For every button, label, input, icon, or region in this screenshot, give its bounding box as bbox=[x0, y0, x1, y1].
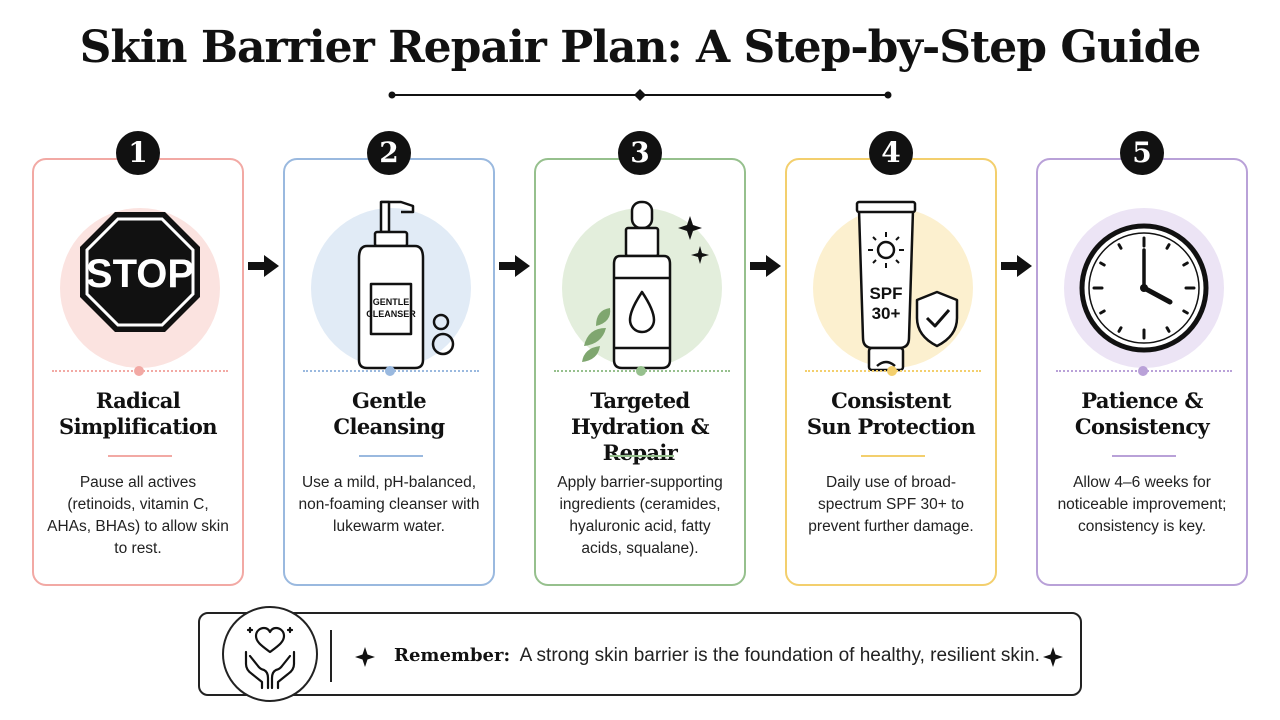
title-underline bbox=[359, 455, 423, 457]
step-description: Apply barrier-supporting ingredients (ce… bbox=[557, 474, 723, 557]
arrow-right-icon bbox=[248, 255, 279, 277]
serum-dropper-icon bbox=[582, 200, 709, 370]
step-number-badge: 4 bbox=[869, 131, 913, 175]
step-description: Daily use of broad-spectrum SPF 30+ to p… bbox=[808, 474, 974, 535]
cleanser-bottle-icon: GENTLE CLEANSER bbox=[357, 200, 455, 370]
title-divider bbox=[388, 89, 892, 101]
banner-message: Remember: A strong skin barrier is the f… bbox=[394, 645, 1040, 666]
step-description: Use a mild, pH-balanced, non-foaming cle… bbox=[298, 474, 480, 535]
title-underline bbox=[861, 455, 925, 457]
spf-text: SPF bbox=[869, 284, 902, 303]
heart-in-hands-icon bbox=[222, 606, 318, 702]
clock-icon bbox=[1079, 223, 1209, 353]
svg-text:CLEANSER: CLEANSER bbox=[366, 309, 416, 319]
stop-sign-icon: STOP bbox=[80, 212, 200, 332]
step-number-badge: 3 bbox=[618, 131, 662, 175]
title-underline bbox=[610, 455, 674, 457]
step-number-badge: 5 bbox=[1120, 131, 1164, 175]
sparkle-icon bbox=[355, 647, 375, 667]
title-underline bbox=[108, 455, 172, 457]
remember-banner: Remember: A strong skin barrier is the f… bbox=[198, 612, 1082, 696]
step-title: Patience &Consistency bbox=[1074, 388, 1210, 439]
card-divider bbox=[1056, 366, 1232, 376]
cleanser-label-text: GENTLE bbox=[373, 297, 410, 307]
step-number-badge: 1 bbox=[116, 131, 160, 175]
svg-text:30+: 30+ bbox=[872, 304, 901, 323]
page-title: Skin Barrier Repair Plan: A Step-by-Step… bbox=[79, 22, 1202, 73]
card-divider bbox=[554, 366, 730, 376]
arrow-right-icon bbox=[1001, 255, 1032, 277]
step-description: Pause all actives (retinoids, vitamin C,… bbox=[47, 474, 229, 557]
sparkle-icon bbox=[1043, 647, 1063, 667]
arrow-right-icon bbox=[499, 255, 530, 277]
card-divider bbox=[52, 366, 228, 376]
step-description: Allow 4–6 weeks for noticeable improveme… bbox=[1057, 474, 1227, 535]
step-card-patience-consistency: Patience &Consistency Allow 4–6 weeks fo… bbox=[1036, 158, 1248, 586]
stop-text: STOP bbox=[86, 252, 194, 296]
banner-divider bbox=[330, 630, 332, 682]
arrow-right-icon bbox=[750, 255, 781, 277]
card-divider bbox=[303, 366, 479, 376]
card-divider bbox=[805, 366, 981, 376]
step-number-badge: 2 bbox=[367, 131, 411, 175]
sunscreen-tube-icon: SPF 30+ bbox=[855, 200, 959, 372]
title-underline bbox=[1112, 455, 1176, 457]
